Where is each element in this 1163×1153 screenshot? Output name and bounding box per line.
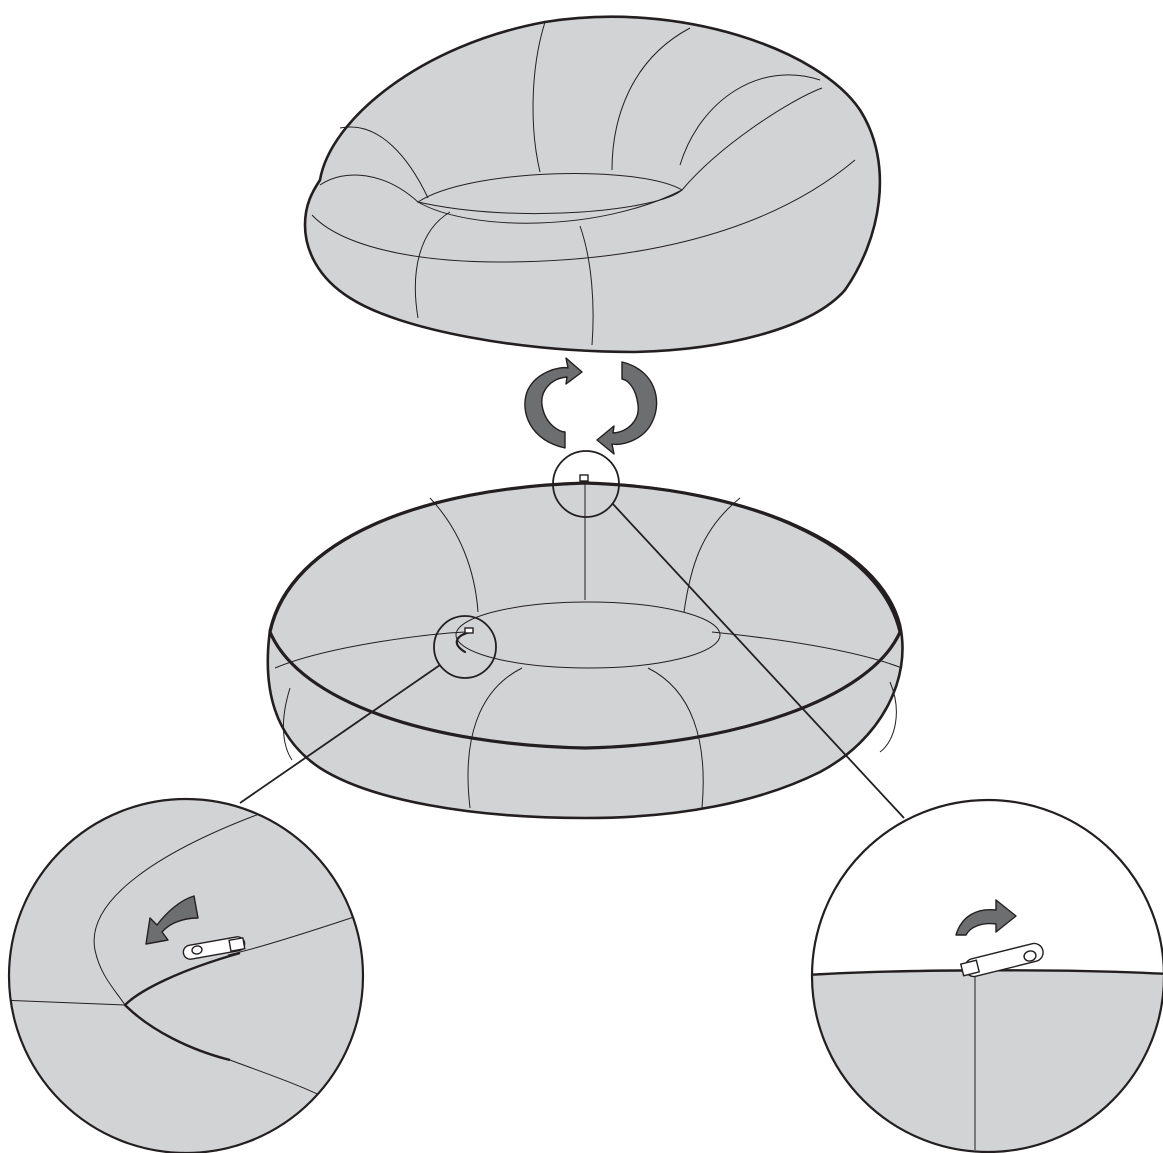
detail-right-fabric <box>800 970 1163 1153</box>
rotate-arrows <box>525 358 657 454</box>
rotate-arrow-right-icon <box>597 362 657 454</box>
base-inner-zipper-pull <box>465 628 473 633</box>
rotate-arrow-left-icon <box>525 358 582 448</box>
zoom-detail-right <box>800 800 1163 1153</box>
base-rim-zipper-pull <box>580 475 588 481</box>
assembled-chair <box>305 17 880 352</box>
chair-cover-base <box>268 475 903 818</box>
zoom-detail-left <box>0 799 363 1153</box>
